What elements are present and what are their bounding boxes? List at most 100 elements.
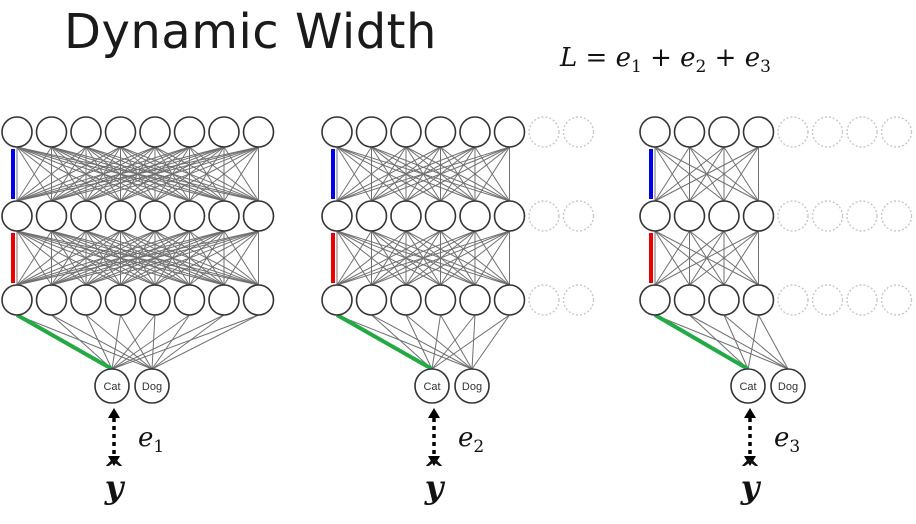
inactive-node xyxy=(528,200,560,232)
hidden-node xyxy=(459,200,491,232)
inactive-node xyxy=(562,116,595,148)
output-node xyxy=(730,368,766,404)
edge xyxy=(723,314,749,370)
edge xyxy=(16,146,190,202)
output-label-dog: Dog xyxy=(462,381,482,393)
hidden-node xyxy=(104,284,137,316)
edge xyxy=(371,230,510,286)
edge xyxy=(120,230,259,286)
hidden-node xyxy=(708,200,740,232)
output-label-dog: Dog xyxy=(778,381,798,393)
hidden-node xyxy=(424,284,457,316)
inactive-node xyxy=(777,200,809,232)
target-y-hat: y xyxy=(424,468,446,506)
edge xyxy=(151,314,259,370)
edge xyxy=(16,146,225,202)
hidden-node xyxy=(355,200,388,232)
arrow-head-up xyxy=(744,408,756,418)
edge xyxy=(16,314,153,370)
edge xyxy=(16,146,52,202)
output-node xyxy=(454,368,490,404)
hidden-node xyxy=(390,116,422,148)
hidden-node xyxy=(242,284,275,316)
hidden-node xyxy=(104,116,137,148)
edge xyxy=(336,314,473,370)
edge xyxy=(723,314,789,370)
edge xyxy=(336,146,407,202)
edge xyxy=(654,230,759,286)
highlight-edge-output xyxy=(16,313,113,371)
arrow-head-down xyxy=(108,456,120,466)
hidden-node xyxy=(70,284,102,316)
inactive-node xyxy=(777,284,809,316)
edge xyxy=(120,146,259,202)
hidden-node xyxy=(708,284,740,316)
formula-text: L = e1 + e2 + e3 xyxy=(559,43,771,77)
hidden-node xyxy=(242,200,275,232)
hidden-node xyxy=(742,284,775,316)
target-y-hat: y xyxy=(104,468,126,506)
inactive-node xyxy=(811,116,844,148)
edge xyxy=(654,146,725,202)
edge xyxy=(189,230,259,286)
edge xyxy=(471,314,510,370)
edge xyxy=(689,230,759,286)
hidden-node xyxy=(355,116,388,148)
edge xyxy=(440,230,510,286)
edge xyxy=(689,314,749,370)
target-y-hat: y xyxy=(740,468,762,506)
hidden-node xyxy=(321,284,353,316)
inactive-node xyxy=(880,200,913,232)
error-label: e3 xyxy=(774,423,800,457)
hidden-node xyxy=(493,200,526,232)
hidden-node xyxy=(708,116,740,148)
output-label-cat: Cat xyxy=(103,381,120,393)
hidden-node xyxy=(493,116,526,148)
edge xyxy=(16,146,121,202)
inactive-node xyxy=(846,116,878,148)
hidden-node xyxy=(639,284,671,316)
edge xyxy=(336,230,510,286)
edge xyxy=(16,146,259,202)
hidden-node xyxy=(35,200,68,232)
hidden-node xyxy=(70,200,102,232)
edge xyxy=(405,230,510,286)
edge xyxy=(85,314,153,370)
hidden-node xyxy=(173,284,206,316)
arrow-head-up xyxy=(108,408,120,418)
inactive-node xyxy=(880,284,913,316)
loss-formula: L = e1 + e2 + e3 xyxy=(559,43,771,77)
inactive-node xyxy=(811,284,844,316)
hidden-node xyxy=(208,116,240,148)
edges xyxy=(654,146,789,370)
hidden-node xyxy=(390,200,422,232)
slide-title: Dynamic Width xyxy=(64,4,437,60)
edge xyxy=(371,146,510,202)
hidden-node xyxy=(1,116,33,148)
edges xyxy=(336,146,510,370)
edge xyxy=(154,146,259,202)
edge xyxy=(654,146,759,202)
hidden-node xyxy=(673,200,706,232)
hidden-node xyxy=(459,116,491,148)
edge xyxy=(111,314,225,370)
edges xyxy=(16,146,259,370)
arrow-head-up xyxy=(428,408,440,418)
inactive-node xyxy=(811,200,844,232)
edge xyxy=(16,230,156,286)
edge xyxy=(151,314,190,370)
edge xyxy=(654,314,789,370)
hidden-node xyxy=(742,116,775,148)
hidden-node xyxy=(173,200,206,232)
inactive-node xyxy=(846,284,878,316)
edge xyxy=(16,146,87,202)
edge xyxy=(747,314,759,370)
hidden-node xyxy=(139,200,171,232)
output-label-dog: Dog xyxy=(142,381,162,393)
edge xyxy=(111,314,121,370)
edge xyxy=(85,230,259,286)
hidden-node xyxy=(459,284,491,316)
hat-accent: ^ xyxy=(103,455,125,485)
